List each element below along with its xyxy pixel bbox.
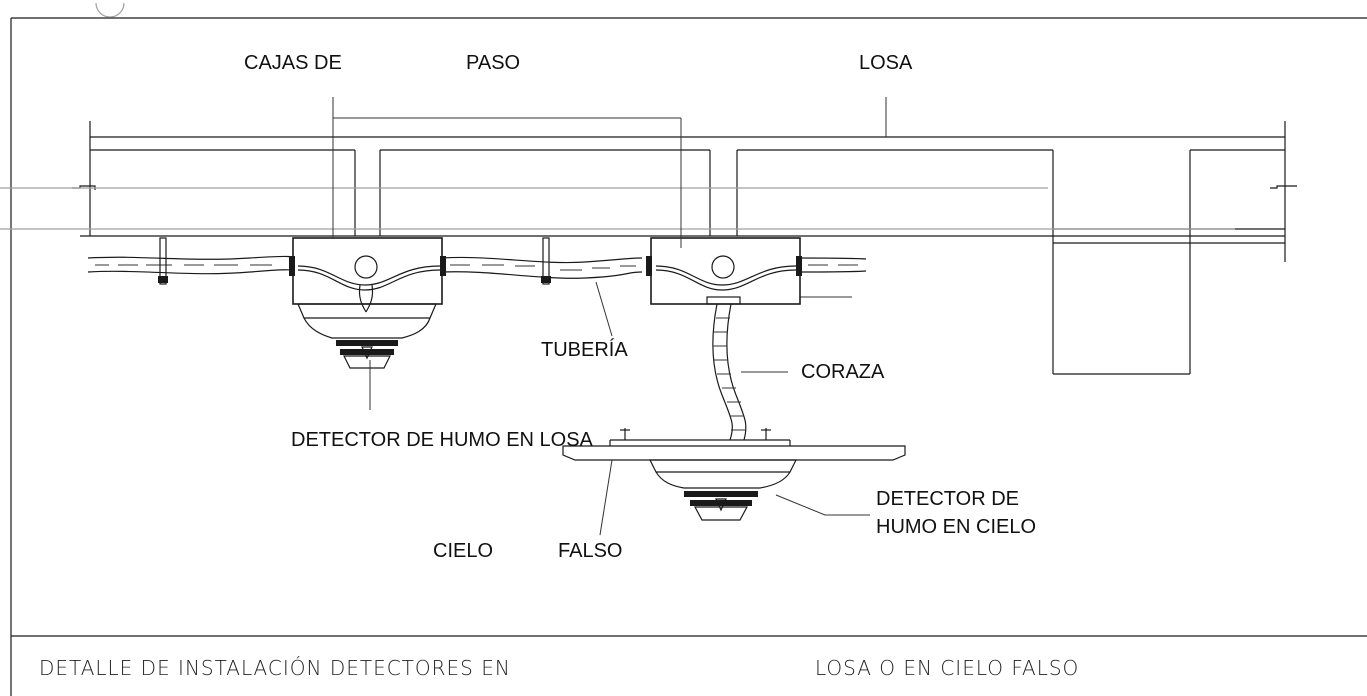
label-tuberia: TUBERÍA [541,338,628,361]
label-detector-losa: DETECTOR DE HUMO EN LOSA [291,429,594,451]
flexible-conduit [712,303,747,441]
title-left: DETALLE DE INSTALACIÓN DETECTORES EN [39,656,511,680]
leader-lines [332,97,887,536]
false-ceiling [562,428,906,461]
label-falso: FALSO [558,540,622,562]
label-paso: PASO [466,52,520,74]
smoke-detector-ceiling [649,459,797,521]
drawing-frame [10,2,1367,696]
title-right: LOSA O EN CIELO FALSO [815,656,1079,680]
label-detector-cielo-line1: DETECTOR DE [876,488,1019,510]
label-losa: LOSA [859,52,913,74]
smoke-detector-slab [297,303,437,369]
label-detector-cielo-line2: HUMO EN CIELO [876,516,1036,538]
label-cielo: CIELO [433,540,493,562]
junction-box-1 [289,237,446,313]
slab-outline [72,121,1297,375]
reference-lines [0,187,1235,230]
label-cajas-de: CAJAS DE [244,52,342,74]
junction-box-2 [646,237,802,305]
label-coraza: CORAZA [801,361,885,383]
